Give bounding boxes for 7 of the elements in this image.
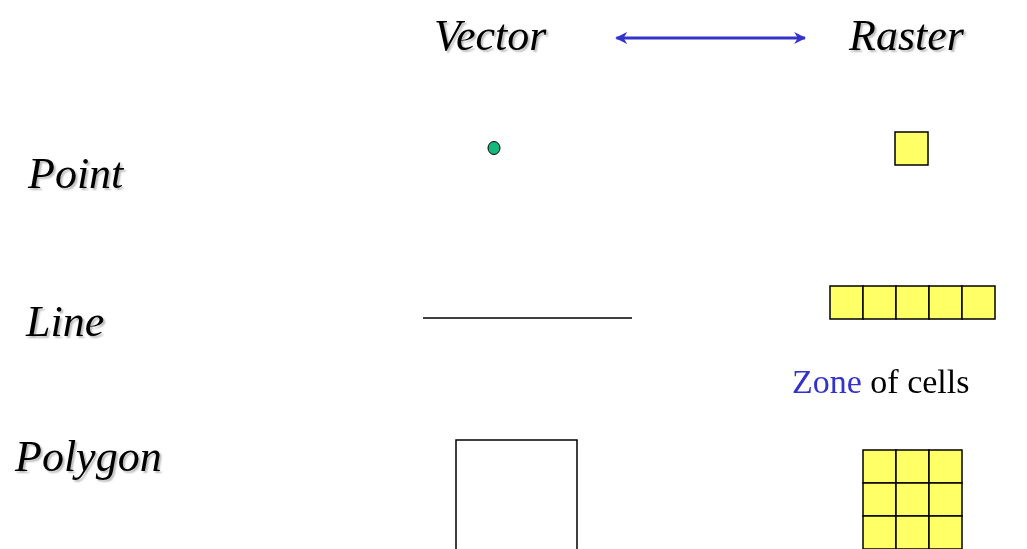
row-label: Polygon [15, 435, 162, 479]
heading-text: Vector [434, 14, 547, 58]
row-label: Point [28, 152, 124, 196]
double-arrow [615, 32, 807, 44]
heading-text: Raster [849, 14, 964, 58]
row-label: Line [26, 300, 105, 344]
caption-text: Zone of cells [792, 365, 970, 399]
